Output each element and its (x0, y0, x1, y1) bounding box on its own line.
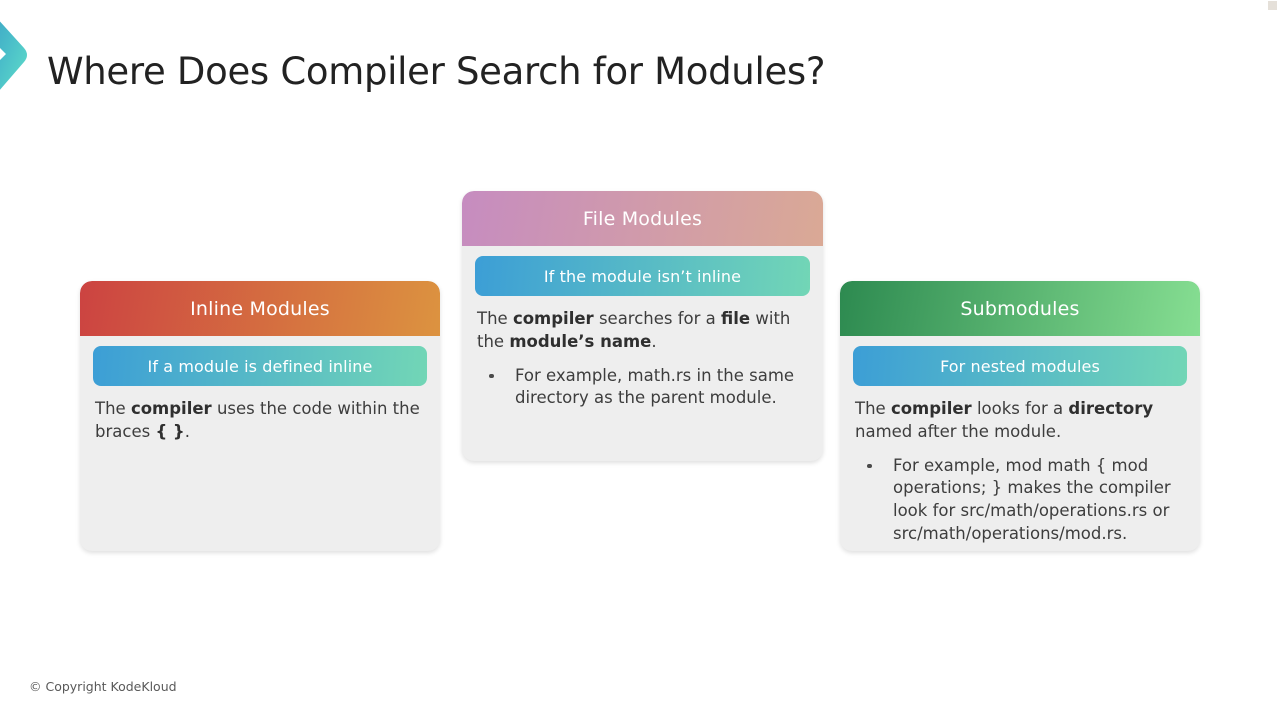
card-body-inline-modules: The compiler uses the code within the br… (80, 386, 440, 444)
list-item: For example, mod math { mod operations; … (855, 455, 1184, 546)
card-subtitle-file-modules: If the module isn’t inline (475, 256, 810, 296)
list-item: For example, math.rs in the same directo… (477, 365, 807, 411)
card-header-inline-modules: Inline Modules (80, 281, 440, 336)
card-bullets-file-modules: For example, math.rs in the same directo… (477, 365, 807, 411)
footer-copyright: © Copyright KodeKloud (29, 679, 177, 694)
card-header-submodules: Submodules (840, 281, 1200, 336)
card-paragraph: The compiler searches for a file with th… (477, 309, 791, 351)
card-subtitle-inline-modules: If a module is defined inline (93, 346, 427, 386)
card-paragraph: The compiler uses the code within the br… (95, 399, 420, 441)
kodekloud-chevron-logo-icon (0, 2, 44, 110)
card-subtitle-submodules: For nested modules (853, 346, 1187, 386)
card-header-file-modules: File Modules (462, 191, 823, 246)
card-inline-modules: Inline Modules If a module is defined in… (80, 281, 440, 551)
card-submodules: Submodules For nested modules The compil… (840, 281, 1200, 551)
card-body-submodules: The compiler looks for a directory named… (840, 386, 1200, 546)
card-file-modules: File Modules If the module isn’t inline … (462, 191, 823, 461)
page-title: Where Does Compiler Search for Modules? (47, 50, 826, 93)
corner-marker-artifact (1268, 1, 1277, 10)
card-body-file-modules: The compiler searches for a file with th… (462, 296, 823, 410)
card-paragraph: The compiler looks for a directory named… (855, 399, 1154, 441)
card-bullets-submodules: For example, mod math { mod operations; … (855, 455, 1184, 546)
